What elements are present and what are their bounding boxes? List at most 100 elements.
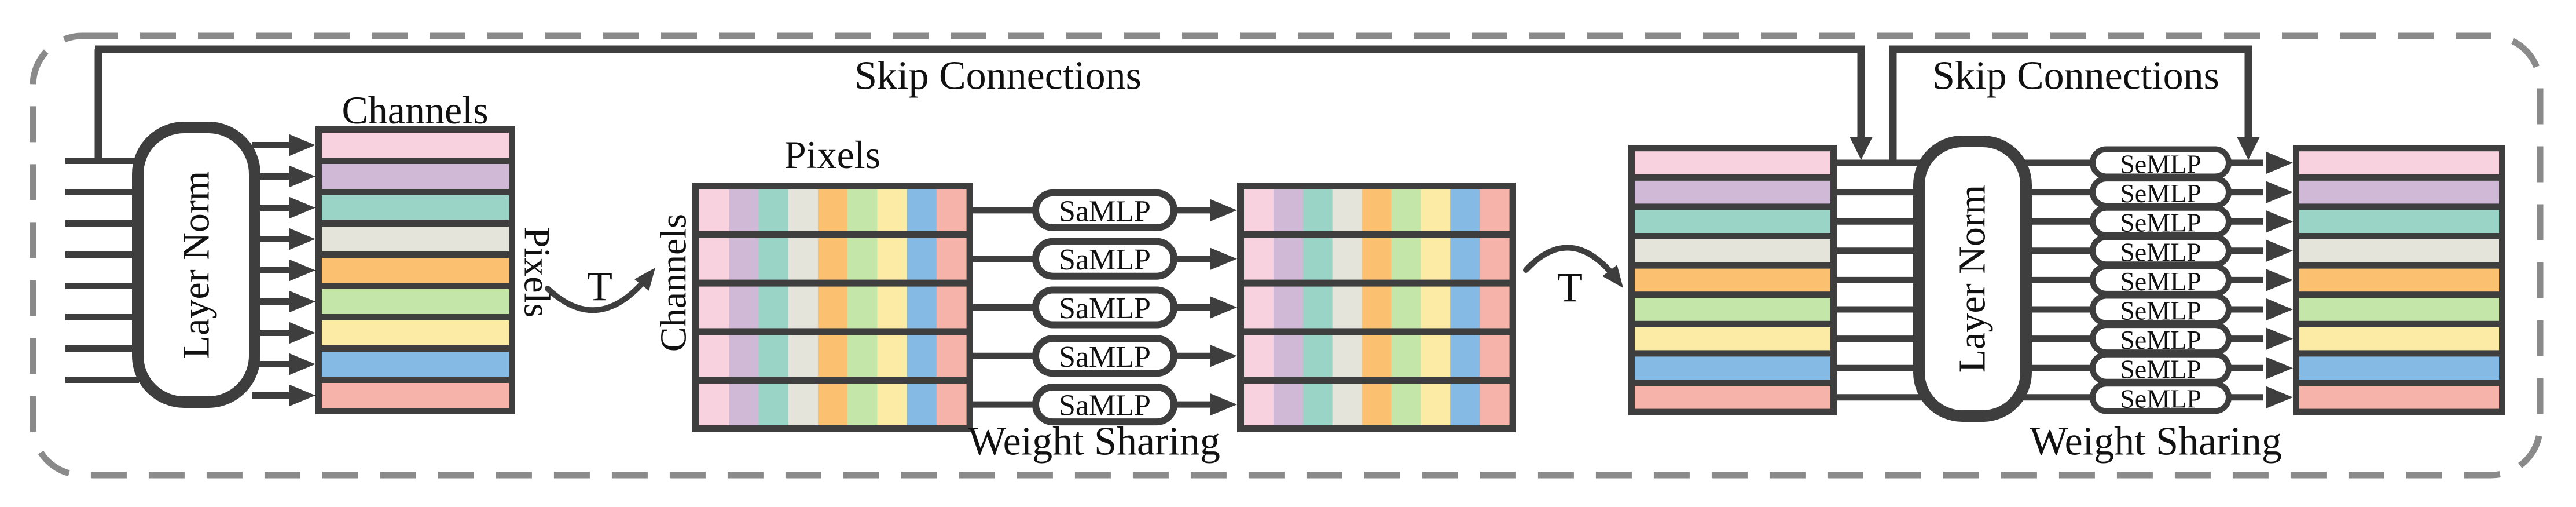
transpose-right-arrowhead bbox=[1602, 265, 1623, 288]
channels-stack-row bbox=[322, 383, 509, 408]
pixel-matrix-1-cell bbox=[758, 335, 789, 377]
semlp-out-arrowhead bbox=[2266, 357, 2293, 380]
output-stack-row bbox=[2299, 268, 2499, 292]
pixel-matrix-2-cell bbox=[1332, 384, 1363, 425]
pixel-matrix-1-cell bbox=[936, 384, 967, 425]
right-stack-row bbox=[1635, 151, 1830, 174]
layer-norm-left-box bbox=[132, 122, 260, 408]
right-stack-row bbox=[1635, 386, 1830, 409]
layernorm1-out-arrowhead bbox=[289, 228, 315, 250]
pixel-matrix-2-cell bbox=[1332, 335, 1363, 377]
pixel-matrix-2-cell bbox=[1450, 286, 1480, 329]
pixel-matrix-2-cell bbox=[1332, 238, 1363, 280]
right-stack-row bbox=[1635, 298, 1830, 321]
skip1-arrowhead bbox=[1850, 137, 1873, 160]
pixel-matrix-1-cell bbox=[817, 335, 848, 377]
semlp-out-arrowhead bbox=[2266, 210, 2293, 233]
right-stack-row bbox=[1635, 239, 1830, 262]
channels-stack-row bbox=[322, 227, 509, 251]
layernorm1-out-arrowhead bbox=[289, 322, 315, 344]
pixel-matrix-1-cell bbox=[877, 286, 908, 329]
pixel-matrix-1-cell bbox=[936, 335, 967, 377]
pixel-matrix-1-cell bbox=[788, 238, 819, 280]
semlp-out-arrowhead bbox=[2266, 181, 2293, 203]
pixel-matrix-2-cell bbox=[1302, 238, 1333, 280]
semlp-label: SeMLP bbox=[2120, 149, 2201, 179]
output-stack-row bbox=[2299, 356, 2499, 380]
pixel-matrix-1-cell bbox=[936, 286, 967, 329]
samlp-box bbox=[1032, 286, 1177, 329]
pixel-matrix-2-cell bbox=[1450, 189, 1480, 231]
semlp-label: SeMLP bbox=[2120, 237, 2201, 267]
layernorm1-out-arrowhead bbox=[289, 384, 315, 407]
pixel-matrix-1-cell bbox=[699, 189, 729, 231]
samlp-out-arrowhead bbox=[1210, 296, 1237, 319]
semlp-out-arrowhead bbox=[2266, 269, 2293, 291]
semlp-label: SeMLP bbox=[2120, 355, 2201, 384]
skip-connections-left-label: Skip Connections bbox=[854, 54, 1142, 99]
pixel-matrix-2-cell bbox=[1362, 238, 1392, 280]
channels-stack-row bbox=[322, 195, 509, 220]
pixel-matrix-1-cell bbox=[729, 335, 759, 377]
samlp-box bbox=[1032, 189, 1177, 231]
channels-stack-row bbox=[322, 289, 509, 314]
transpose-left-arrowhead bbox=[634, 268, 655, 291]
semlp-out-arrowhead bbox=[2266, 152, 2293, 174]
pixel-matrix-2-cell bbox=[1362, 384, 1392, 425]
pixel-matrix-1-cell bbox=[847, 286, 878, 329]
channels-stack-row bbox=[322, 133, 509, 158]
pixel-matrix-1-cell bbox=[729, 384, 759, 425]
pixel-matrix-2-cell bbox=[1332, 189, 1363, 231]
samlp-out-arrowhead bbox=[1210, 393, 1237, 416]
pixels-side-label: Pixels bbox=[517, 227, 558, 318]
semlp-label: SeMLP bbox=[2120, 325, 2201, 355]
pixel-matrix-2-cell bbox=[1273, 238, 1304, 280]
pixel-matrix-2-cell bbox=[1421, 286, 1451, 329]
pixel-matrix-1-cell bbox=[817, 189, 848, 231]
pixel-matrix-1-cell bbox=[817, 384, 848, 425]
pixel-matrix-2-cell bbox=[1273, 335, 1304, 377]
pixel-matrix-2-cell bbox=[1391, 189, 1421, 231]
samlp-out-arrowhead bbox=[1210, 247, 1237, 270]
layernorm1-out-arrowhead bbox=[289, 259, 315, 282]
pixel-matrix-1-cell bbox=[936, 189, 967, 231]
transpose-right-arc bbox=[1523, 245, 1621, 284]
pixel-matrix-2-cell bbox=[1391, 286, 1421, 329]
pixel-matrix-2-cell bbox=[1421, 189, 1451, 231]
pixel-matrix-2-cell bbox=[1244, 189, 1274, 231]
pixel-matrix-2-cell bbox=[1273, 189, 1304, 231]
pixel-matrix-2-cell bbox=[1302, 384, 1333, 425]
skip-connection-lines bbox=[94, 45, 2260, 163]
transpose-right-label: T bbox=[1557, 264, 1583, 311]
layernorm1-out-arrowhead bbox=[289, 134, 315, 156]
pixel-matrix-1-cell bbox=[758, 286, 789, 329]
pixel-matrix-2-cell bbox=[1362, 189, 1392, 231]
pixel-matrix-1-cell bbox=[907, 335, 937, 377]
pixel-matrix-1-cell bbox=[877, 238, 908, 280]
pixel-matrix-2-cell bbox=[1302, 189, 1333, 231]
transpose-left-label: T bbox=[587, 263, 612, 309]
channels-stack bbox=[315, 126, 515, 414]
pixel-matrix-1-cell bbox=[907, 189, 937, 231]
semlp-box bbox=[2090, 381, 2232, 414]
input-wires-group bbox=[65, 158, 139, 383]
pixel-matrix-1-cell bbox=[788, 335, 819, 377]
pixel-matrix-2-cell bbox=[1302, 286, 1333, 329]
pixel-matrix-2-cell bbox=[1362, 335, 1392, 377]
semlp-label: SeMLP bbox=[2120, 267, 2201, 296]
pixel-matrix-1-cell bbox=[729, 238, 759, 280]
output-stack-row bbox=[2299, 210, 2499, 233]
layernorm1-out-arrowhead bbox=[289, 290, 315, 313]
transpose-arrow-right bbox=[1523, 245, 1623, 288]
channels-stack-row bbox=[322, 352, 509, 377]
pixel-matrix-1-cell bbox=[699, 286, 729, 329]
output-stack bbox=[2293, 145, 2505, 415]
pixel-matrix-2-cell bbox=[1302, 335, 1333, 377]
right-stack-row bbox=[1635, 327, 1830, 351]
layer-norm-left-label: Layer Norm bbox=[175, 171, 218, 359]
pixel-matrix-1-cell bbox=[788, 286, 819, 329]
pixel-matrix-1-cell bbox=[817, 286, 848, 329]
